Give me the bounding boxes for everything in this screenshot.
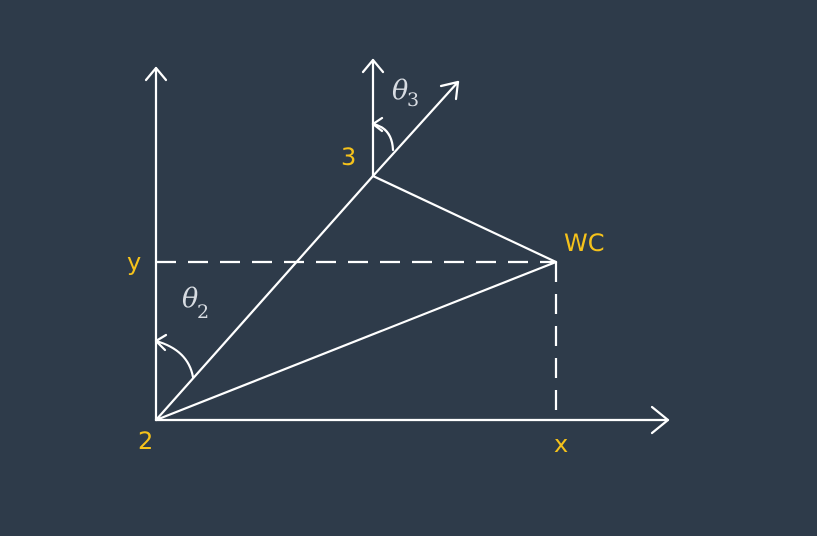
theta3-symbol: θ <box>392 75 408 106</box>
theta3-arc <box>371 122 395 152</box>
link-3-to-wc <box>371 174 558 264</box>
joint3-link-arrowhead <box>439 80 460 101</box>
y-axis-arrowhead <box>144 66 168 82</box>
joint3-link-axis <box>371 80 460 178</box>
origin-label: 2 <box>138 427 153 455</box>
theta3-subscript: 3 <box>407 89 419 111</box>
joint3-label: 3 <box>341 143 356 171</box>
theta2-arc <box>154 339 195 379</box>
y-axis-label: y <box>127 248 141 276</box>
theta3-arc-arrowhead <box>371 116 384 133</box>
theta2-subscript: 2 <box>197 301 209 323</box>
theta2-symbol: θ <box>182 283 198 314</box>
x-axis-label: x <box>554 430 568 458</box>
joint3-vertical-arrowhead <box>361 58 385 74</box>
wrist-center-label: WC <box>564 229 605 257</box>
theta2-arc-arrowhead <box>154 333 168 352</box>
link-2-to-3 <box>154 174 375 422</box>
line-2-to-wc <box>154 260 558 422</box>
x-axis-arrowhead <box>650 405 670 435</box>
